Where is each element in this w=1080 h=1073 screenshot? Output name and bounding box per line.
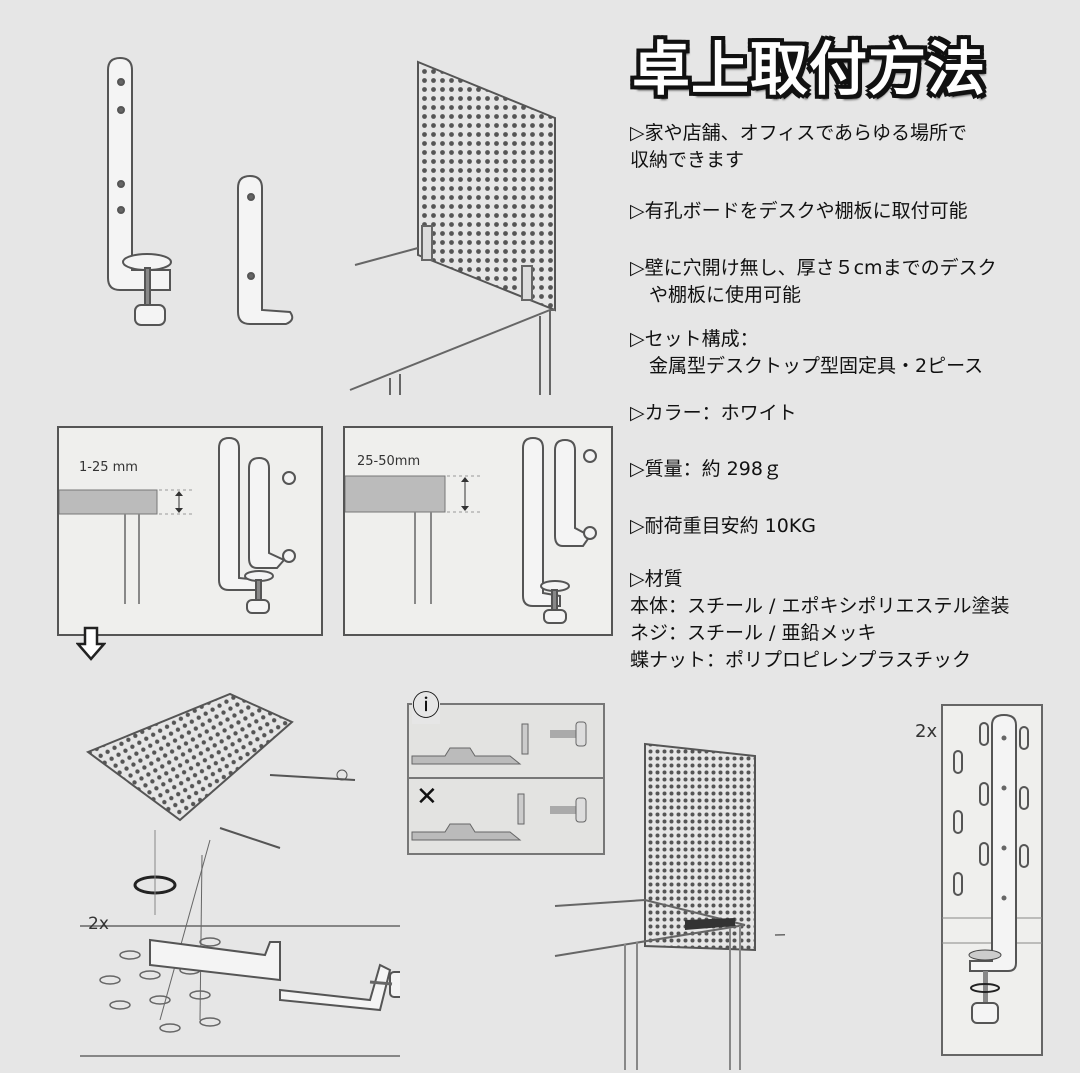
thick-desk-panel: 25-50mm — [343, 426, 613, 636]
spec-line: や棚板に使用可能 — [630, 284, 802, 306]
clamp-detail-panel: 2x — [915, 703, 1050, 1058]
spec-item-mount: ▷有孔ボードをデスクや棚板に取付可能 — [630, 198, 968, 225]
short-l-bracket-icon — [237, 174, 294, 325]
spec-line: ▷質量：約 298ｇ — [630, 458, 782, 480]
thick-desk-label: 25-50mm — [357, 454, 421, 469]
spec-item-usage: ▷家や店舗、オフィスであらゆる場所で収納できます — [630, 120, 967, 174]
spec-item-material: ▷材質本体：スチール / エポキシポリエステル塗装ネジ：スチール / 亜鉛メッキ… — [630, 566, 1009, 674]
thin-desk-panel: 1-25 mm — [57, 426, 323, 636]
assembly-illustration: 2x — [80, 680, 400, 1070]
assembly-qty-label: 2x — [88, 914, 109, 934]
thin-desk-label: 1-25 mm — [79, 460, 138, 475]
down-arrow-icon — [76, 626, 106, 662]
spec-line: 収納できます — [630, 149, 745, 171]
spec-item-color: ▷カラー：ホワイト — [630, 400, 797, 427]
spec-line: ▷家や店舗、オフィスであらゆる場所で — [630, 122, 968, 144]
correct-mark-icon: ⓘ — [412, 684, 441, 724]
spec-item-no-holes: ▷壁に穴開け無し、厚さ５cmまでのデスク や棚板に使用可能 — [630, 255, 997, 309]
spec-line: ▷セット構成： — [630, 328, 759, 350]
desk-pegboard-illustration — [545, 720, 785, 1070]
spec-line: ▷有孔ボードをデスクや棚板に取付可能 — [630, 200, 968, 222]
long-clamp-bracket-icon — [107, 56, 172, 326]
bracket-assembly-icon — [218, 436, 296, 614]
mount-qty-label: 2x — [915, 721, 938, 742]
spec-line: ▷カラー：ホワイト — [630, 402, 797, 424]
pegboard-on-desk-icon — [349, 60, 556, 395]
spec-item-load: ▷耐荷重目安約 10KG — [630, 513, 816, 540]
spec-line: ▷材質 — [630, 568, 683, 590]
spec-line: 蝶ナット：ポリプロピレンプラスチック — [630, 649, 972, 671]
spec-item-weight: ▷質量：約 298ｇ — [630, 456, 782, 483]
spec-item-set: ▷セット構成： 金属型デスクトップ型固定具・2ピース — [630, 326, 983, 380]
page-title: 卓上取付方法 — [632, 35, 987, 103]
wrong-mark-icon: ✕ — [416, 782, 438, 812]
spec-line: ▷耐荷重目安約 10KG — [630, 515, 817, 537]
correct-wrong-panel: ⓘ ✕ — [400, 684, 605, 860]
slide-arrow-icon — [685, 918, 735, 930]
spec-line: ネジ：スチール / 亜鉛メッキ — [630, 622, 877, 644]
spec-line: 金属型デスクトップ型固定具・2ピース — [630, 355, 984, 377]
spec-line: 本体：スチール / エポキシポリエステル塗装 — [630, 595, 1010, 617]
parts-illustration — [60, 40, 600, 400]
bracket-assembly-icon — [522, 436, 597, 624]
spec-line: ▷壁に穴開け無し、厚さ５cmまでのデスク — [630, 257, 997, 279]
